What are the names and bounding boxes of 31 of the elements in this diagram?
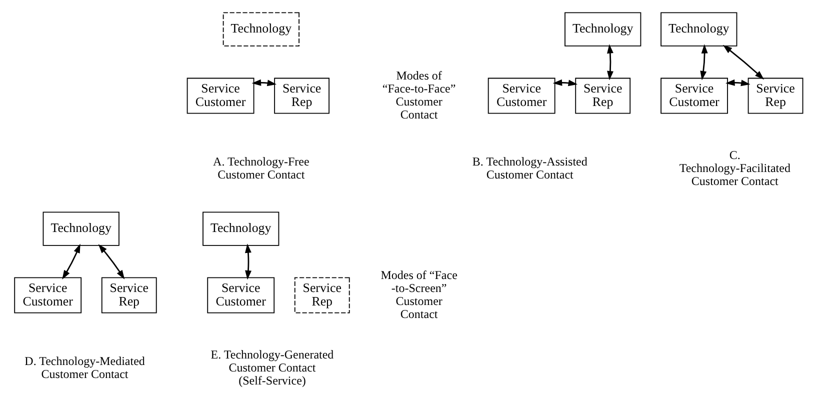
node-box: Service Customer xyxy=(207,276,275,313)
node-box: Service Customer xyxy=(186,77,254,114)
arrow xyxy=(722,44,764,80)
arrow xyxy=(62,243,80,279)
node-box: Service Customer xyxy=(14,276,82,313)
node-box: Technology xyxy=(202,211,280,246)
arrow xyxy=(552,78,578,86)
node-box: Service Rep xyxy=(274,77,330,114)
node-box: Service Rep xyxy=(748,77,804,114)
node-box: Technology xyxy=(42,211,120,246)
node-box: Service Rep xyxy=(101,276,157,313)
label: E. Technology-Generated Customer Contact (Self-Service) xyxy=(210,346,334,387)
node-box: Service Customer xyxy=(660,77,728,114)
node-box: Service Rep xyxy=(294,276,350,313)
label: B. Technology-Assisted Customer Contact xyxy=(472,154,588,181)
label: Modes of “Face-to-Face” Customer Contact xyxy=(382,68,456,121)
label: A. Technology-Free Customer Contact xyxy=(213,154,310,181)
label: D. Technology-Mediated Customer Contact xyxy=(24,353,145,380)
arrow xyxy=(606,44,614,80)
node-box: Service Rep xyxy=(575,77,631,114)
node-box: Technology xyxy=(222,12,300,46)
arrow xyxy=(700,44,708,80)
label: Modes of “Face-to-Screen” Customer Contact xyxy=(380,268,458,320)
arrow xyxy=(252,78,277,86)
arrow xyxy=(98,244,125,279)
node-box: Technology xyxy=(660,12,738,46)
arrow xyxy=(245,243,252,280)
node-box: Technology xyxy=(564,12,642,46)
arrow xyxy=(726,78,750,86)
label: C. Technology-Facilitated Customer Contact xyxy=(679,147,790,188)
node-box: Service Customer xyxy=(488,77,556,114)
